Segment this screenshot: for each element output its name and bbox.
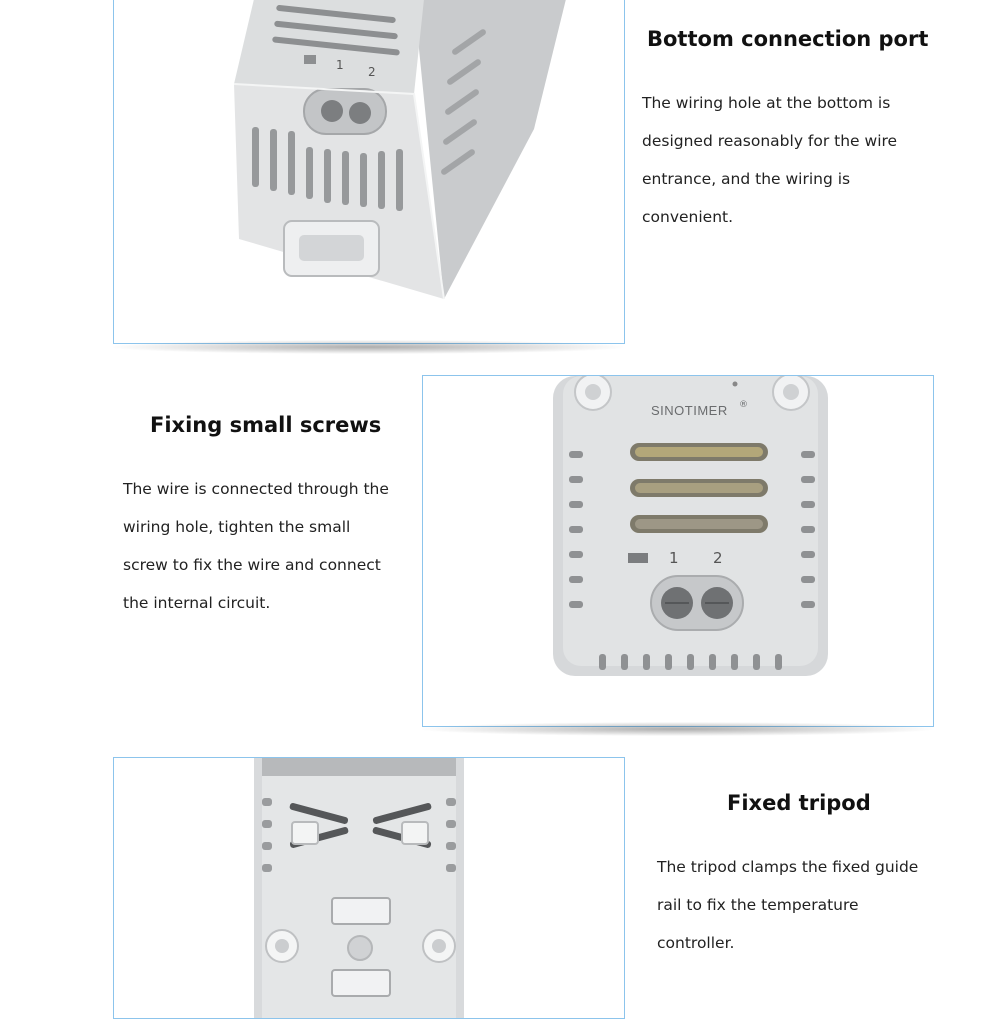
- thermostat-back-tripod-photo: [254, 758, 464, 1018]
- section-description-bottom-port: The wiring hole at the bottom is designe…: [642, 84, 897, 236]
- section-title-bottom-port: Bottom connection port: [647, 27, 929, 51]
- terminal-label-2: 2: [368, 65, 376, 79]
- terminal-label-2: 2: [713, 549, 723, 567]
- description-line: screw to fix the wire and connect: [123, 556, 381, 574]
- description-line: the internal circuit.: [123, 594, 271, 612]
- terminal-label-1: 1: [336, 58, 344, 72]
- description-line: designed reasonably for the wire: [642, 132, 898, 150]
- section-description-small-screws: The wire is connected through the wiring…: [123, 470, 389, 622]
- section-title-fixed-tripod: Fixed tripod: [727, 791, 871, 815]
- tripod-photo-frame: [113, 757, 625, 1019]
- frame-shadow: [422, 722, 932, 736]
- description-line: The tripod clamps the fixed guide: [657, 858, 919, 876]
- description-line: The wire is connected through the: [123, 480, 389, 498]
- frame-shadow: [113, 340, 623, 354]
- description-line: controller.: [657, 934, 735, 952]
- description-line: convenient.: [642, 208, 734, 226]
- description-line: The wiring hole at the bottom is: [642, 94, 891, 112]
- thermostat-bottom-port-photo: 1 2: [233, 0, 566, 300]
- section-description-fixed-tripod: The tripod clamps the fixed guide rail t…: [657, 848, 918, 962]
- thermostat-front-photo: SINOTIMER ®: [553, 376, 828, 676]
- small-screws-photo-frame: SINOTIMER ®: [422, 375, 934, 727]
- registered-mark: ®: [739, 400, 748, 410]
- description-line: rail to fix the temperature: [657, 896, 859, 914]
- brand-label: SINOTIMER: [651, 403, 728, 418]
- description-line: entrance, and the wiring is: [642, 170, 851, 188]
- description-line: wiring hole, tighten the small: [123, 518, 351, 536]
- section-title-small-screws: Fixing small screws: [150, 413, 382, 437]
- terminal-label-1: 1: [669, 549, 679, 567]
- bottom-port-photo-frame: 1 2: [113, 0, 625, 344]
